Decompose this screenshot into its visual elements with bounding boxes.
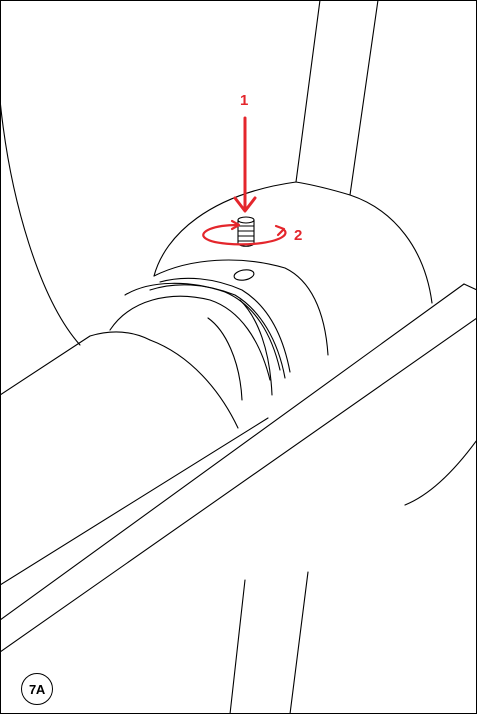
lower-spoke-right <box>289 571 309 714</box>
tube-end-curve <box>149 339 239 429</box>
rail-top-edge <box>0 283 465 621</box>
step-2-label: 2 <box>294 227 303 244</box>
figure-badge-label: 7A <box>28 681 46 697</box>
collar-front-arc <box>207 317 243 401</box>
collar-ring-2 <box>124 282 281 371</box>
tube-top-edge <box>0 331 151 396</box>
rail-bottom-edge <box>0 317 477 653</box>
annotation-layer <box>202 116 287 246</box>
tube-bottom-edge <box>0 417 269 586</box>
collar-inner-arc <box>239 299 273 396</box>
figure-badge: 7A <box>21 673 53 705</box>
collar-ring-4 <box>159 277 291 373</box>
upper-spoke-right <box>349 0 379 196</box>
outer-wheel-arc <box>0 99 81 346</box>
collar-ring-1 <box>109 295 271 381</box>
arrow-down-icon <box>233 116 257 213</box>
screw-hole <box>233 269 255 281</box>
step-1-label: 1 <box>240 92 249 109</box>
lower-body-curve <box>404 439 477 506</box>
collar-outer <box>153 259 329 356</box>
rotate-clockwise-icon <box>202 219 287 246</box>
hub-dome <box>153 181 433 304</box>
set-screw-icon <box>237 216 255 247</box>
lower-spoke-left <box>229 579 246 714</box>
upper-spoke-left <box>295 0 321 183</box>
rail-end-cap <box>463 283 477 291</box>
collar-ring-3 <box>149 284 286 379</box>
